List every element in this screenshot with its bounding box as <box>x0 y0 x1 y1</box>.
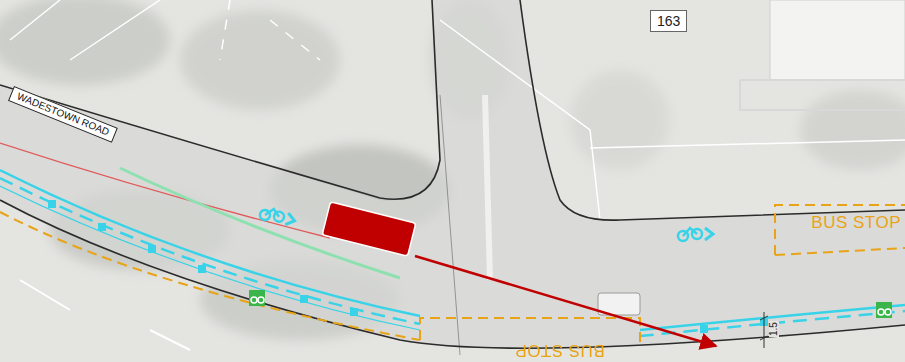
road-surface <box>0 0 905 348</box>
bus-stop-marking <box>0 205 905 346</box>
bus-stop-marking-text: BUS STOP <box>811 214 901 231</box>
proposed-kerb-line <box>0 143 330 238</box>
cycle-lane-lines <box>0 170 905 336</box>
dimension-label: 1.5 <box>769 321 779 337</box>
vehicle-marker <box>322 202 416 256</box>
bus-stop-marking-text: BUS STOP <box>515 342 605 359</box>
lane-markers <box>48 200 768 333</box>
cycle-sign <box>249 290 892 318</box>
property-number: 163 <box>650 10 687 32</box>
movement-arrow <box>415 256 716 346</box>
property-lines <box>10 0 905 350</box>
building <box>770 0 905 80</box>
dimension-line <box>760 312 768 348</box>
